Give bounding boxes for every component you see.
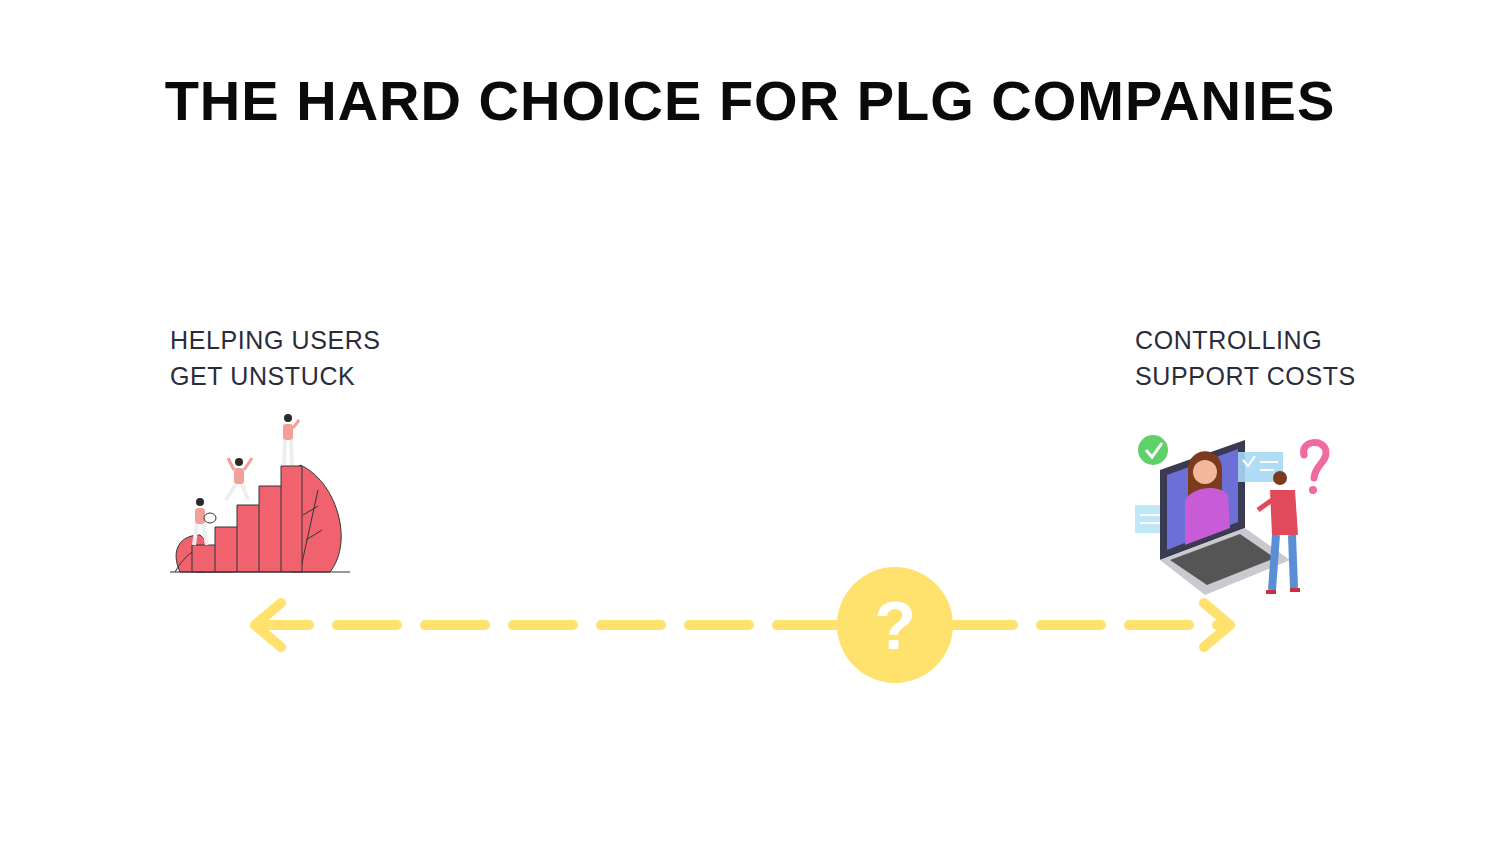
option-label: CONTROLLING SUPPORT COSTS [1135, 322, 1390, 394]
dashed-arrow [953, 603, 1230, 647]
option-text: HELPING USERS GET UNSTUCK [170, 322, 415, 394]
question-mark: ? [874, 591, 916, 659]
dashed-arrow [255, 603, 837, 647]
option-text: CONTROLLING SUPPORT COSTS [1135, 322, 1390, 394]
diagram-title: THE HARD CHOICE FOR PLG COMPANIES [0, 68, 1500, 133]
question-circle: ? [837, 567, 953, 683]
option-label: HELPING USERS GET UNSTUCK [170, 322, 415, 394]
